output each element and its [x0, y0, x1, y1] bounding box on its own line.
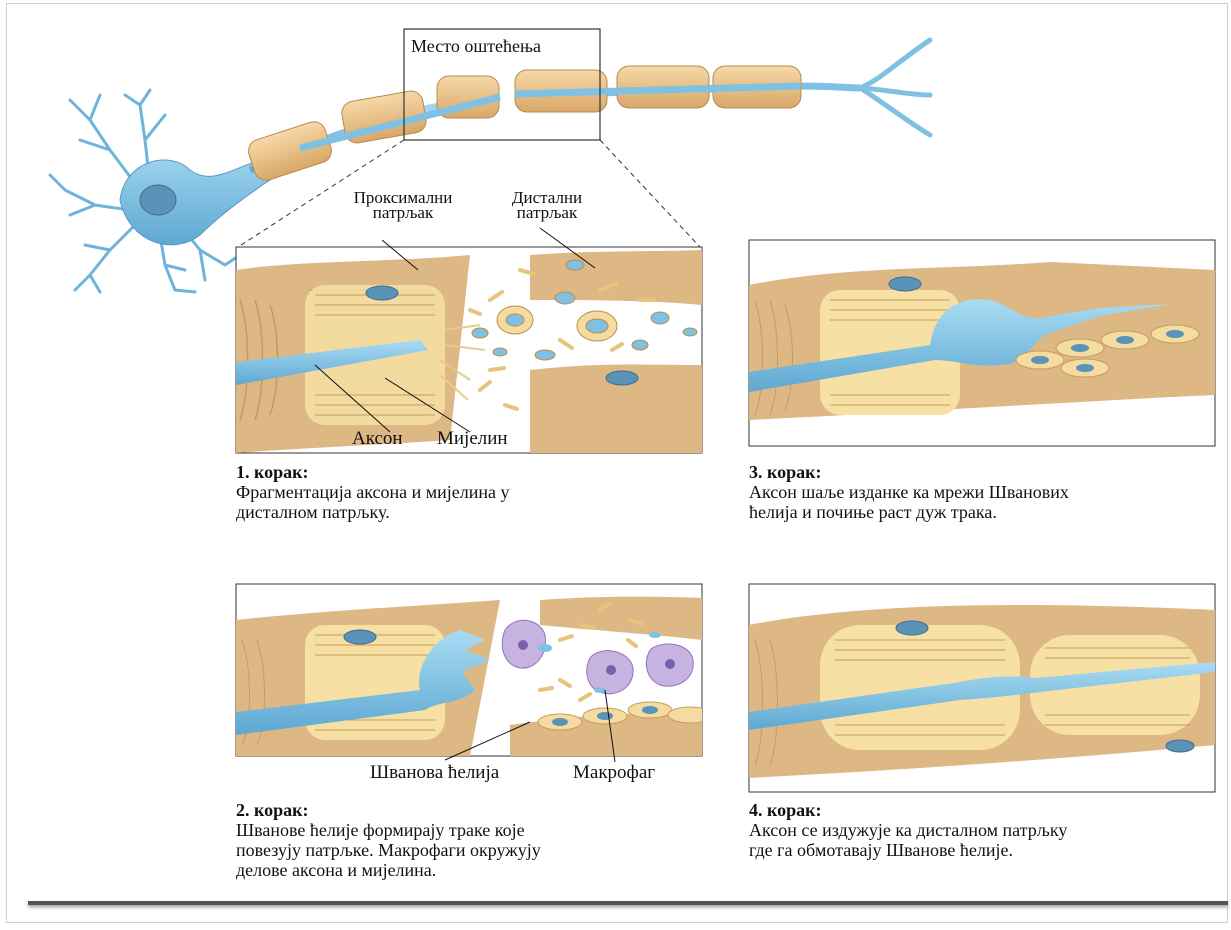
step-2-text: Шванове ћелије формирају траке које пове…	[236, 820, 706, 880]
injury-site-label: Место оштећења	[411, 36, 541, 57]
step-3-text: Аксон шаље изданке ка мрежи Шванових ћел…	[749, 482, 1219, 522]
step-3-heading: 3. корак:	[749, 462, 1219, 482]
step-4-heading: 4. корак:	[749, 800, 1219, 820]
myelin-segments	[245, 66, 801, 183]
axon-terminals	[860, 40, 930, 135]
proximal-stump-label: Проксимални патрљак	[328, 190, 478, 220]
schwann-cell-label: Шванова ћелија	[370, 762, 499, 784]
panel-step-3	[749, 240, 1215, 446]
panel-step-2	[236, 584, 712, 762]
axon-label: Аксон	[352, 428, 403, 450]
macrophage-label: Макрофаг	[573, 762, 655, 784]
bottom-rule	[28, 901, 1228, 905]
nucleus	[140, 185, 176, 215]
step-4-text: Аксон се издужује ка дисталном патрљку г…	[749, 820, 1219, 860]
myelin-label: Мијелин	[437, 428, 508, 450]
distal-stump-label: Дистални патрљак	[492, 190, 602, 220]
step-4-caption: 4. корак: Аксон се издужује ка дисталном…	[749, 800, 1219, 860]
step-2-heading: 2. корак:	[236, 800, 706, 820]
step-3-caption: 3. корак: Аксон шаље изданке ка мрежи Шв…	[749, 462, 1219, 522]
step-1-caption: 1. корак: Фрагментација аксона и мијелин…	[236, 462, 706, 522]
step-1-heading: 1. корак:	[236, 462, 706, 482]
step-1-text: Фрагментација аксона и мијелина у дистал…	[236, 482, 706, 522]
step-2-caption: 2. корак: Шванове ћелије формирају траке…	[236, 800, 706, 880]
panel-step-1	[236, 228, 702, 453]
panel-step-4	[749, 584, 1215, 792]
